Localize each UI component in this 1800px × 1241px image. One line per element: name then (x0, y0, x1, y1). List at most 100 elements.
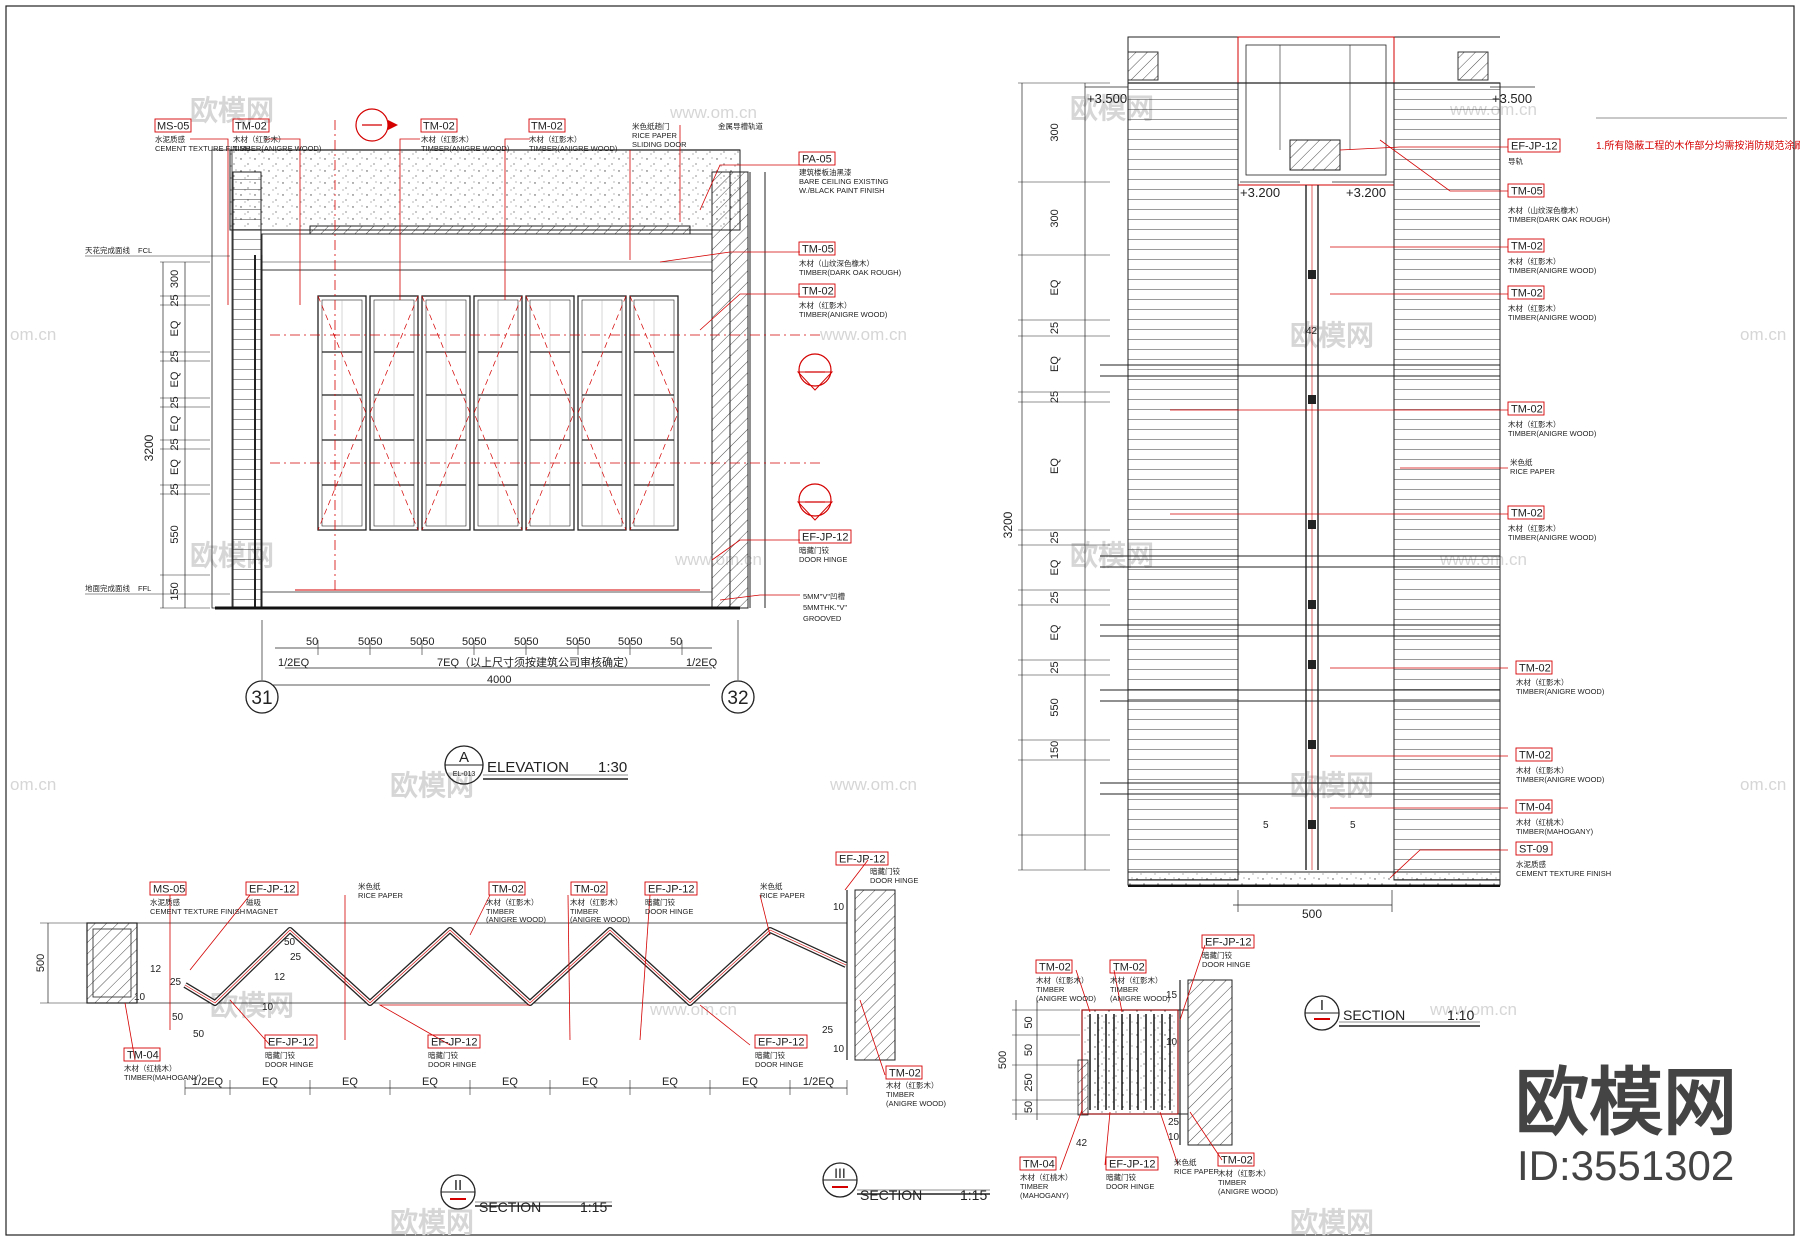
svg-text:TIMBER: TIMBER (1110, 985, 1139, 994)
dim-label: 50 (670, 636, 682, 648)
tag: TM-04 (1519, 802, 1551, 814)
dim-label: 250 (1023, 1073, 1035, 1091)
elevation-sheet-ref: EL-013 (453, 771, 476, 778)
tag: MS-05 (153, 884, 185, 896)
dim-label: 300 (169, 270, 181, 288)
seven-eq: 7EQ（以上尺寸须按建筑公司审核确定） (437, 655, 635, 669)
section-1-notes: 导轨 木材（山纹深色橡木） TIMBER(DARK OAK ROUGH) 木材（… (1508, 156, 1611, 878)
svg-text:暗藏门铰: 暗藏门铰 (645, 897, 675, 907)
dim-label: EQ (169, 371, 181, 387)
section-1-tags: EF-JP-12TM-05TM-02TM-02TM-02TM-02TM-02TM… (1507, 138, 1561, 856)
top-track (309, 225, 691, 235)
svg-text:木材（红影木）: 木材（红影木） (1516, 677, 1569, 687)
dim-label: 25 (1049, 531, 1061, 543)
svg-text:米色纸: 米色纸 (760, 881, 783, 891)
svg-text:DOOR HINGE: DOOR HINGE (645, 907, 693, 916)
tag-tm05: TM-05 (802, 244, 834, 256)
door-panel (369, 295, 419, 531)
door-panel (629, 295, 679, 531)
section-2-scale: 1:15 (580, 1199, 607, 1215)
dim-label: 5050 (462, 636, 486, 648)
svg-text:暗藏门铰: 暗藏门铰 (428, 1050, 458, 1060)
svg-text:25: 25 (822, 1025, 834, 1036)
svg-text:磁吸: 磁吸 (246, 897, 261, 907)
watermark-id: ID:3551302 (1517, 1142, 1734, 1189)
dim-label: EQ (502, 1076, 518, 1088)
svg-text:DOOR HINGE: DOOR HINGE (428, 1060, 476, 1069)
svg-text:TIMBER(ANIGRE WOOD): TIMBER(ANIGRE WOOD) (529, 144, 618, 153)
dim-label: 150 (1049, 741, 1061, 759)
svg-text:木材（红影木）: 木材（红影木） (1508, 256, 1561, 266)
section-3-title: III SECTION 1:15 (822, 1162, 990, 1203)
elevation-scale: 1:30 (598, 759, 627, 776)
svg-text:DOOR HINGE: DOOR HINGE (1106, 1182, 1154, 1191)
svg-text:TIMBER(ANIGRE WOOD): TIMBER(ANIGRE WOOD) (1516, 775, 1605, 784)
watermark-brand-large: 欧模网 (1515, 1061, 1737, 1144)
svg-text:5MMTHK."V": 5MMTHK."V" (803, 603, 847, 612)
watermark-brand: 欧模网 (1290, 770, 1374, 801)
elevation-title: A EL-013 ELEVATION 1:30 (444, 745, 628, 785)
svg-text:12: 12 (150, 964, 162, 975)
svg-text:(ANIGRE WOOD): (ANIGRE WOOD) (570, 915, 630, 924)
svg-text:天花完成面线: 天花完成面线 (85, 245, 130, 255)
elevation-tags: MS-05 TM-02 TM-02 TM-02 PA-05 TM-05 TM-0… (154, 118, 852, 544)
grid-bubble-32 (721, 680, 755, 714)
dim-label: EQ (1049, 356, 1061, 372)
watermark-site-short: om.cn (1740, 775, 1786, 794)
tag: ST-09 (1519, 844, 1548, 856)
tag: EF-JP-12 (758, 1037, 804, 1049)
svg-text:木材（红影木）: 木材（红影木） (886, 1080, 939, 1090)
dim-label: 25 (1049, 591, 1061, 603)
tag-tm02: TM-02 (531, 121, 563, 133)
dim-label: EQ (169, 459, 181, 475)
svg-text:BARE CEILING EXISTING: BARE CEILING EXISTING (799, 177, 889, 186)
svg-text:(MAHOGANY): (MAHOGANY) (1020, 1191, 1069, 1200)
door-panel (421, 295, 471, 531)
tag: EF-JP-12 (431, 1037, 477, 1049)
tag: TM-04 (1023, 1159, 1055, 1171)
svg-text:水泥质感: 水泥质感 (155, 134, 185, 144)
dim-label: 50 (1023, 1016, 1035, 1028)
sheet-border (5, 5, 1795, 1236)
tag: TM-02 (1221, 1155, 1253, 1167)
dim-label: 5050 (358, 636, 382, 648)
tag: EF-JP-12 (1205, 937, 1251, 949)
half-eq-left: 1/2EQ (278, 657, 310, 669)
svg-text:木材（红影木）: 木材（红影木） (1516, 765, 1569, 775)
grid-label-32: 32 (727, 688, 748, 709)
section-2-right-wall (854, 889, 896, 1061)
svg-text:CEMENT TEXTURE FINISH: CEMENT TEXTURE FINISH (155, 144, 250, 153)
dim-label: 25 (169, 350, 181, 362)
svg-text:TIMBER(DARK OAK ROUGH): TIMBER(DARK OAK ROUGH) (1508, 215, 1611, 224)
dim-label: 150 (169, 582, 181, 600)
svg-text:木材（红影木）: 木材（红影木） (1508, 523, 1561, 533)
svg-text:42: 42 (1306, 326, 1318, 337)
watermark-site: www.om.cn (649, 1000, 737, 1019)
svg-text:TIMBER(ANIGRE WOOD): TIMBER(ANIGRE WOOD) (1516, 687, 1605, 696)
svg-text:(ANIGRE WOOD): (ANIGRE WOOD) (486, 915, 546, 924)
svg-text:DOOR HINGE: DOOR HINGE (265, 1060, 313, 1069)
svg-text:TIMBER(ANIGRE WOOD): TIMBER(ANIGRE WOOD) (421, 144, 510, 153)
door-panels (317, 295, 679, 531)
dim-label: 5050 (566, 636, 590, 648)
tag: TM-02 (1113, 962, 1145, 974)
elevation-height: 3200 (142, 434, 156, 461)
svg-text:木材（红影木）: 木材（红影木） (799, 300, 852, 310)
svg-text:木材（红桃木）: 木材（红桃木） (1020, 1172, 1073, 1182)
svg-text:5: 5 (1263, 820, 1269, 831)
dim-label: EQ (262, 1076, 278, 1088)
tag: TM-04 (127, 1050, 159, 1062)
svg-text:25: 25 (170, 977, 182, 988)
svg-text:FCL: FCL (138, 246, 152, 255)
svg-text:TIMBER(ANIGRE WOOD): TIMBER(ANIGRE WOOD) (1508, 429, 1597, 438)
tag: EF-JP-12 (268, 1037, 314, 1049)
svg-text:暗藏门铰: 暗藏门铰 (755, 1050, 785, 1060)
svg-text:米色纸: 米色纸 (1174, 1157, 1197, 1167)
svg-text:RICE PAPER: RICE PAPER (1174, 1167, 1219, 1176)
svg-text:RICE PAPER: RICE PAPER (358, 891, 403, 900)
svg-text:MAGNET: MAGNET (246, 907, 279, 916)
dim-label: 5050 (514, 636, 538, 648)
